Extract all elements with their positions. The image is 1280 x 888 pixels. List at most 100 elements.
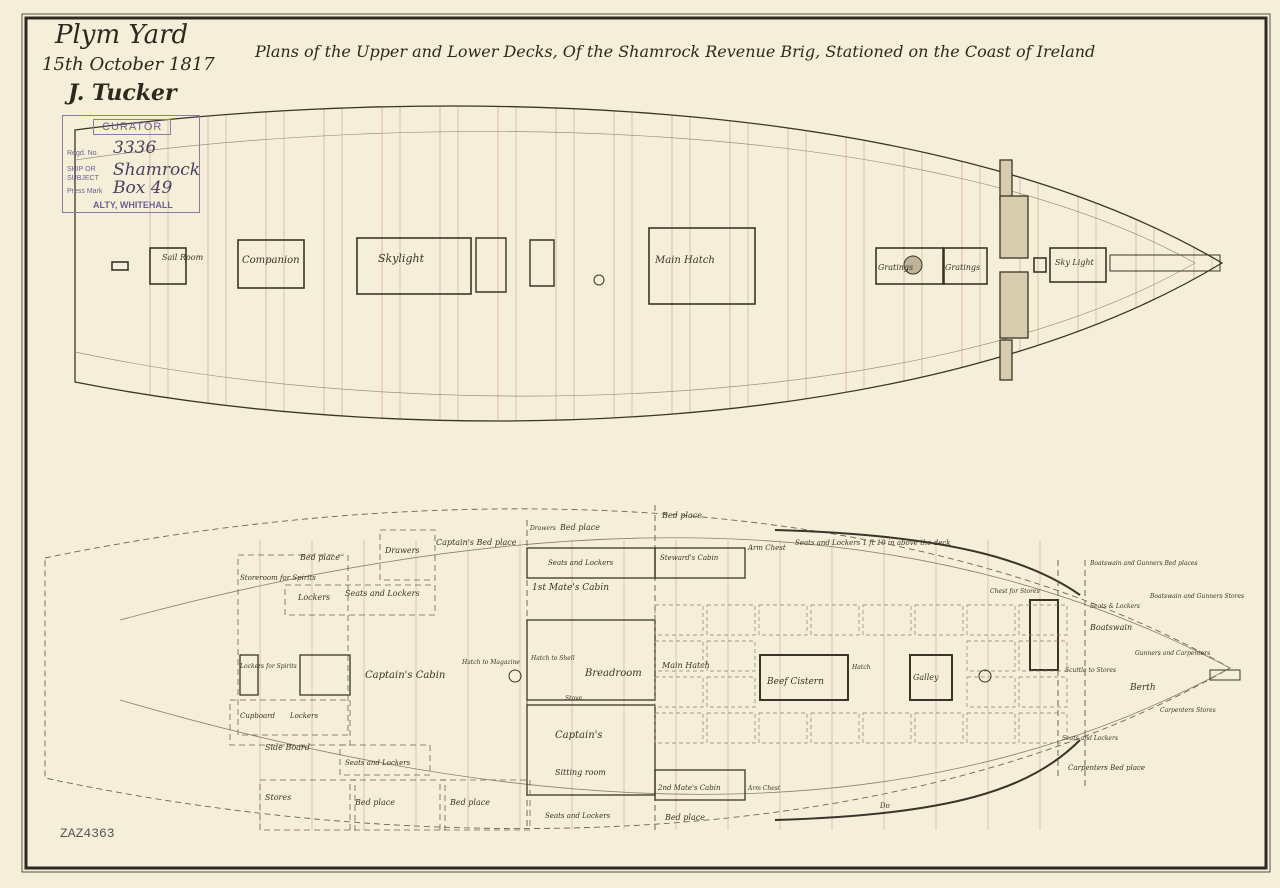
sheet-border-outer — [21, 13, 1271, 873]
upper-deck-fitting — [149, 247, 187, 285]
hold-grating — [914, 604, 964, 636]
press-mark-label: Press Mark — [67, 188, 103, 195]
lower-deck-label: Drawers — [384, 546, 420, 555]
lower-deck-fitting — [759, 654, 849, 701]
regd-no: 3336 — [113, 138, 157, 158]
hold-grating — [966, 640, 1016, 672]
cabin-partition — [654, 769, 746, 801]
lower-deck-inner-hull — [774, 529, 1081, 821]
lower-deck-label: Captain's Cabin — [365, 670, 445, 681]
lower-deck-label: Hatch to Magazine — [461, 659, 520, 666]
cabin-partition — [526, 704, 656, 796]
store-compartment — [259, 779, 356, 831]
lower-deck-label: Cupboard — [240, 712, 276, 720]
upper-deck-plan — [74, 105, 1224, 422]
hold-grating — [654, 712, 704, 744]
windlass-bitt — [999, 271, 1029, 339]
upper-deck-label: Gratings — [945, 263, 980, 272]
lower-deck-label: Hatch — [851, 664, 871, 671]
hold-grating — [966, 712, 1016, 744]
upper-deck-label: Sail Room — [162, 253, 204, 262]
hold-grating — [1018, 676, 1068, 708]
lower-deck-label: Bed place — [449, 798, 490, 807]
lower-deck-label: Seats and Lockers — [345, 759, 411, 767]
upper-deck-fitting — [356, 237, 472, 295]
lower-deck-label: Carpenters Stores — [1160, 707, 1216, 714]
hold-grating — [1018, 712, 1068, 744]
lower-deck-label: Storeroom for Spirits — [240, 574, 316, 582]
stamp-footer: ALTY, WHITEHALL — [93, 200, 173, 210]
hold-grating — [706, 640, 756, 672]
lower-deck-label: 2nd Mate's Cabin — [657, 784, 721, 792]
lower-deck-label: Main Hatch — [661, 661, 710, 670]
hold-grating — [966, 604, 1016, 636]
hold-grating — [810, 604, 860, 636]
hold-grating — [654, 604, 704, 636]
windlass-bitt — [999, 159, 1013, 201]
fore-mast — [903, 255, 923, 275]
lower-deck-fitting — [909, 654, 953, 701]
hold-grating — [810, 712, 860, 744]
lower-deck-label: Sitting room — [555, 768, 606, 777]
upper-deck-label: Skylight — [378, 252, 425, 265]
lower-deck-label: Side Board — [265, 743, 310, 752]
upper-deck-fitting — [875, 247, 945, 285]
hold-grating — [1018, 640, 1068, 672]
hold-grating — [966, 676, 1016, 708]
cabin-partition — [654, 547, 746, 579]
store-compartment — [349, 779, 446, 831]
lower-deck-label: Boatswain — [1089, 623, 1132, 632]
lower-deck-label: Hatch to Shell — [530, 655, 575, 662]
hold-grating — [654, 676, 704, 708]
capstan-fitting — [475, 237, 555, 293]
curator-stamp: CURATOR Regd. No. 3336 SHIP OR SUBJECT S… — [62, 115, 200, 213]
lower-deck-label: Lockers for Spirits — [239, 663, 297, 670]
lower-deck-label: 1st Mate's Cabin — [532, 583, 609, 593]
stamp-header: CURATOR — [93, 119, 172, 135]
lower-deck-label: Captain's — [555, 730, 603, 741]
cabin-partition — [299, 654, 351, 696]
lower-deck-label: Lockers — [289, 712, 319, 720]
lower-deck-label: Captain's Bed place — [436, 538, 517, 547]
upper-deck-fitting — [237, 239, 305, 289]
lower-deck-label: Chest for Stores — [990, 588, 1040, 595]
lower-deck-label: Arm Chest — [747, 544, 786, 552]
lower-deck-label: Seats and Lockers — [1062, 735, 1118, 742]
store-compartment — [339, 744, 431, 776]
lower-deck-label: Lockers — [297, 593, 330, 602]
plan-title: Plans of the Upper and Lower Decks, Of t… — [255, 42, 1096, 61]
lower-deck-label: Carpenters Bed place — [1068, 764, 1145, 772]
hold-grating — [758, 604, 808, 636]
store-compartment — [229, 699, 351, 746]
press-mark: Box 49 — [113, 178, 173, 198]
hold-grating — [706, 676, 756, 708]
lower-deck-label: Seats and Lockers — [545, 812, 611, 820]
hold-grating — [862, 604, 912, 636]
reference-number: ZAZ4363 — [60, 826, 115, 841]
mast-step — [508, 669, 522, 683]
lower-deck-label: Bed place — [664, 813, 705, 822]
lower-deck-label: Beef Cistern — [766, 677, 824, 687]
lower-deck-label: Seats and Lockers 1 ft 10 in above the d… — [795, 539, 951, 547]
yard-name: Plym Yard — [55, 20, 189, 50]
lower-deck-plan — [44, 505, 1241, 831]
lower-deck-label: Seats and Lockers — [345, 589, 420, 598]
lower-deck-label: Bed place — [559, 523, 600, 532]
windlass-bitt — [999, 339, 1013, 381]
windlass-bitt — [999, 195, 1029, 259]
lower-deck-label: Steward's Cabin — [660, 554, 719, 562]
lower-deck-label: Boatswain and Gunners Stores — [1149, 593, 1244, 600]
upper-deck-hull-outline — [74, 105, 1224, 422]
lower-deck-label: Seats & Lockers — [1090, 603, 1140, 610]
lower-deck-label: Drawers — [529, 525, 556, 532]
ship-name: Shamrock — [113, 160, 201, 180]
hold-grating — [914, 712, 964, 744]
ship-label: SHIP OR — [67, 166, 96, 173]
bowsprit-end — [1209, 669, 1241, 681]
lower-deck-label: Stove — [565, 695, 583, 702]
lower-deck-label: Berth — [1129, 683, 1156, 693]
hold-grating — [654, 640, 704, 672]
lower-deck-label: Boatswain and Gunners Bed places — [1089, 560, 1198, 567]
upper-deck-fitting — [942, 247, 988, 285]
